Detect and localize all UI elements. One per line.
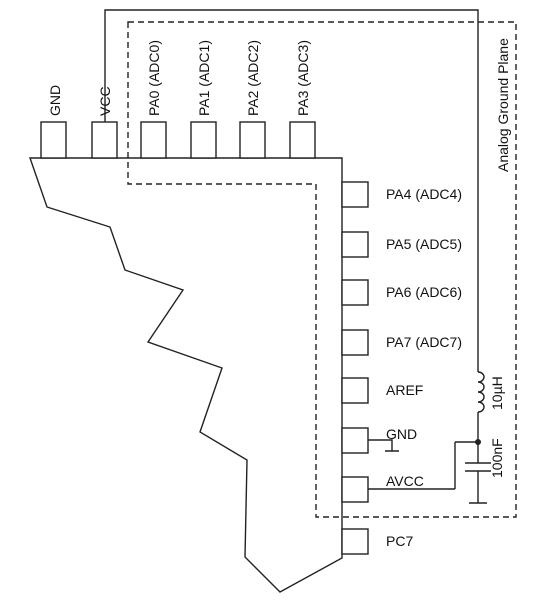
pad-top-gnd	[40, 121, 67, 159]
pad-top-pa2	[239, 121, 266, 159]
gnd-pin-ground-symbol	[368, 439, 399, 452]
label-right-pa4: PA4 (ADC4)	[386, 186, 462, 202]
label-top-pa1: PA1 (ADC1)	[196, 40, 212, 116]
label-right-pa6: PA6 (ADC6)	[386, 284, 462, 300]
label-analog-ground-plane: Analog Ground Plane	[495, 38, 511, 172]
capacitor-symbol	[465, 442, 491, 504]
analog-ground-plane-boundary	[127, 21, 517, 518]
label-right-avcc: AVCC	[386, 473, 424, 489]
label-capacitor-value: 100nF	[489, 438, 505, 478]
pad-top-vcc	[91, 121, 118, 159]
pad-top-pa0	[140, 121, 167, 159]
pad-right-pa6	[341, 279, 369, 306]
label-top-vcc: VCC	[97, 86, 113, 116]
vcc-trace	[104, 9, 479, 372]
inductor-symbol	[477, 371, 485, 413]
chip-body-outline	[29, 157, 343, 593]
pad-right-aref	[341, 377, 369, 404]
label-right-aref: AREF	[386, 382, 423, 398]
label-right-pa5: PA5 (ADC5)	[386, 236, 462, 252]
label-right-pa7: PA7 (ADC7)	[386, 334, 462, 350]
label-top-pa3: PA3 (ADC3)	[295, 40, 311, 116]
pad-right-pc7	[341, 528, 369, 555]
pad-right-avcc	[341, 476, 369, 503]
pad-top-pa1	[190, 121, 217, 159]
pad-top-pa3	[289, 121, 316, 159]
label-right-gnd: GND	[386, 426, 417, 442]
label-top-pa2: PA2 (ADC2)	[245, 40, 261, 116]
pad-right-pa4	[341, 181, 369, 208]
label-top-gnd: GND	[47, 85, 63, 116]
label-top-pa0: PA0 (ADC0)	[146, 40, 162, 116]
pad-right-pa5	[341, 231, 369, 258]
avcc-trace	[342, 412, 479, 490]
label-right-pc7: PC7	[386, 533, 413, 549]
pad-right-gnd	[341, 427, 369, 454]
label-inductor-value: 10µH	[489, 376, 505, 410]
pad-right-pa7	[341, 329, 369, 356]
